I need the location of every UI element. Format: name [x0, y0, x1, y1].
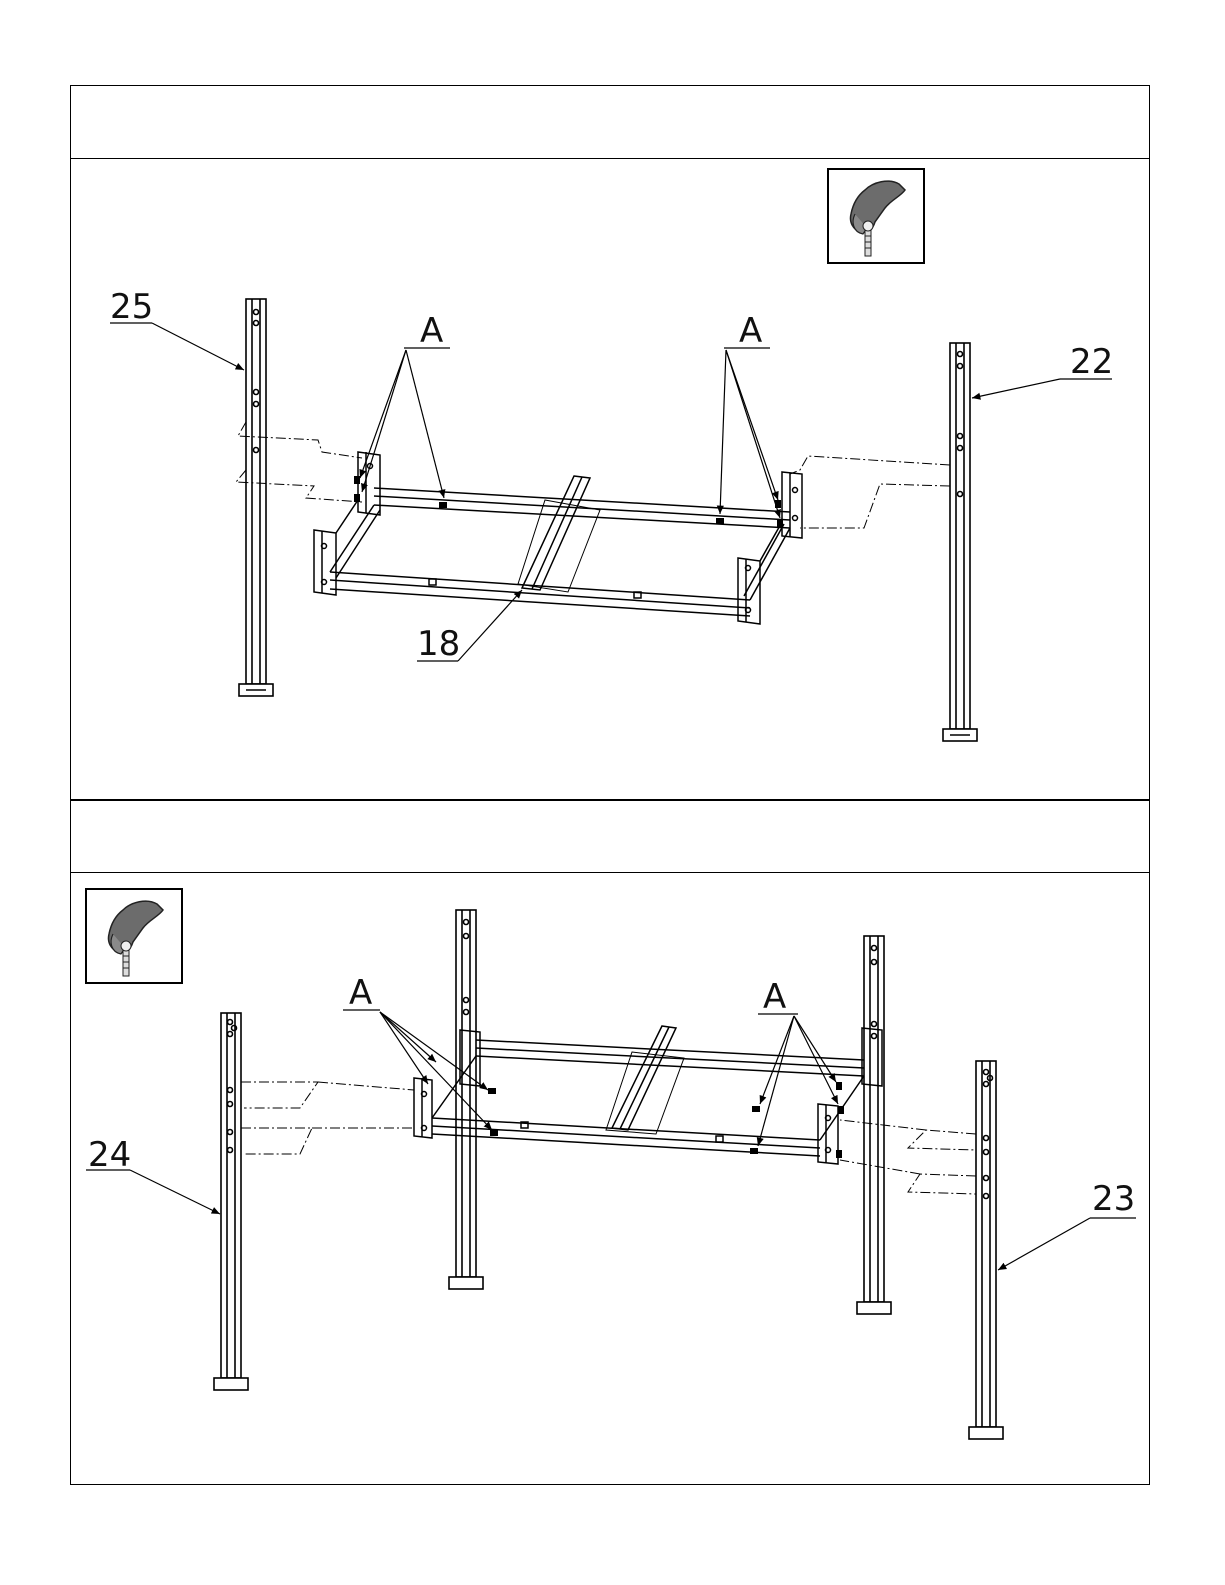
step2-post-right-outer: [969, 1061, 1003, 1439]
step2-label-right-post: 23: [1092, 1182, 1135, 1216]
step2-post-left-outer: [214, 1013, 248, 1390]
step1-label-hardware-right: A: [739, 314, 762, 348]
step1-label-frame: 18: [417, 627, 460, 661]
step1-label-right-post: 22: [1070, 345, 1113, 379]
step2-label-left-post: 24: [88, 1138, 131, 1172]
step1-bolts: [354, 476, 783, 528]
step2-alignment-lines: [241, 1082, 976, 1194]
step1-label-hardware-left: A: [420, 314, 443, 348]
step2-label-hardware-left: A: [349, 976, 372, 1010]
step1-alignment-lines: [236, 422, 950, 528]
step2-leaders: [86, 1010, 1136, 1270]
step2-label-hardware-right: A: [763, 980, 786, 1014]
step2-post-left-inner: [449, 910, 483, 1289]
step1-label-left-post: 25: [110, 290, 153, 324]
step1-post-right: [943, 343, 977, 741]
step1-frame: [314, 452, 802, 624]
step1-post-left: [239, 299, 273, 696]
step2-frame: [414, 1026, 882, 1164]
